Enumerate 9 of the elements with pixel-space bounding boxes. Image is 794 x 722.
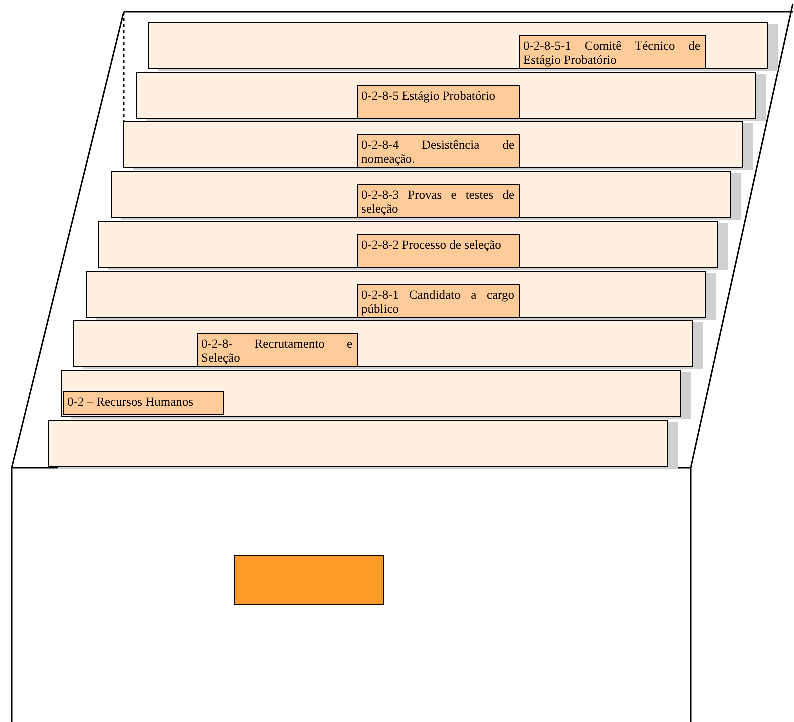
folder-tab: 0-2-8-5 Estágio Probatório [356, 84, 520, 118]
drawer-handle [234, 555, 384, 605]
folder-tab: 0-2-8-5-1 Comitê Técnico de Estágio Probatório [518, 34, 706, 68]
folder-tab: 0-2 – Recursos Humanos [62, 390, 224, 414]
folder-tab: 0-2-8-4 Desistência de nomeação. [356, 134, 520, 168]
folder-tab: 0-2-8-1 Candidato a cargo público [356, 284, 520, 318]
folder-tab: 0-2-8-2 Processo de seleção [356, 234, 520, 268]
folder-tab: 0-2-8-3 Provas e testes de seleção [356, 184, 520, 218]
folder-tab: 0-2-8- Recrutamento e Seleção [196, 332, 358, 366]
